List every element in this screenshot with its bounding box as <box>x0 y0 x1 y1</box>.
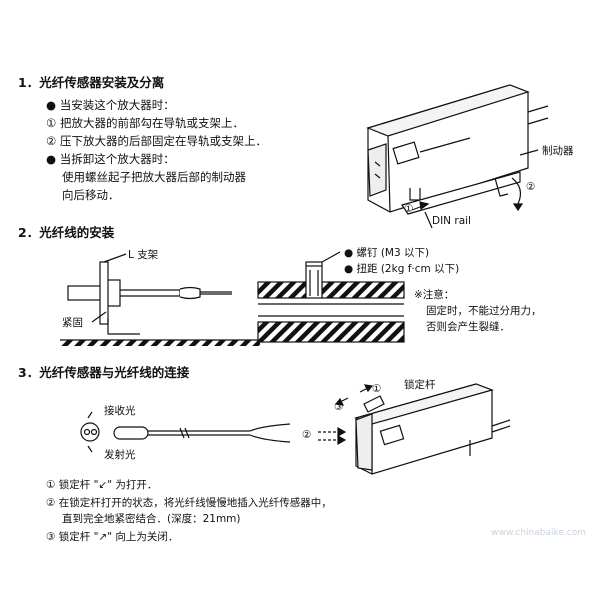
connect-step-2b: 直到完全地紧密结合．(深度：21mm) <box>62 513 241 525</box>
install-step-1: ① 把放大器的前部勾在导轨或支架上． <box>46 116 244 130</box>
callout-2: ② <box>526 181 536 193</box>
fix-label: 紧固 <box>62 317 83 329</box>
receive-label: 接收光 <box>104 405 136 417</box>
bracket-label: L 支架 <box>128 249 159 261</box>
emit-label: 发射光 <box>104 449 136 461</box>
install-bullet: ● 当安装这个放大器时： <box>46 98 175 112</box>
note-title: ※注意： <box>414 289 455 301</box>
amplifier-on-rail-drawing <box>366 84 549 229</box>
callout-s3-1: ① <box>372 383 382 395</box>
brake-label: 制动器 <box>542 145 574 157</box>
din-rail-label: DIN rail <box>432 215 471 227</box>
remove-line-1: 使用螺丝起子把放大器后部的制动器 <box>62 170 246 184</box>
section2-title: 2．光纤线的安装 <box>18 225 115 240</box>
note-line-1: 固定时，不能过分用力， <box>426 305 542 317</box>
install-step-2: ② 压下放大器的后部固定在导轨或支架上． <box>46 134 267 148</box>
callout-s3-3: ③ <box>334 401 344 413</box>
connect-step-2a: ② 在锁定杆打开的状态，将光纤线慢慢地插入光纤传感器中， <box>46 497 332 509</box>
remove-bullet: ● 当拆卸这个放大器时： <box>46 152 175 166</box>
screw-spec: ● 螺钉 (M3 以下) <box>344 247 430 259</box>
callout-1: ① <box>404 203 414 215</box>
arrows <box>318 384 374 446</box>
torque-spec: ● 扭距 (2kg f·cm 以下) <box>344 263 460 275</box>
watermark: www.chinabaike.com <box>491 528 586 538</box>
connect-step-1: ① 锁定杆 "↙" 为打开． <box>46 479 158 491</box>
l-bracket-drawing <box>60 253 260 346</box>
callout-s3-2: ② <box>302 429 312 441</box>
fiber-cable-drawing <box>80 411 291 453</box>
section1-title: 1．光纤传感器安装及分离 <box>18 75 165 90</box>
section3-title: 3．光纤传感器与光纤线的连接 <box>18 365 190 380</box>
connector-drawing <box>354 383 511 475</box>
note-line-2: 否则会产生裂缝． <box>426 321 510 333</box>
remove-line-2: 向后移动． <box>62 188 120 202</box>
lock-lever-label: 锁定杆 <box>404 379 436 391</box>
screw-section-drawing <box>257 251 405 343</box>
connect-step-3: ③ 锁定杆 "↗" 向上为关闭． <box>46 531 179 543</box>
